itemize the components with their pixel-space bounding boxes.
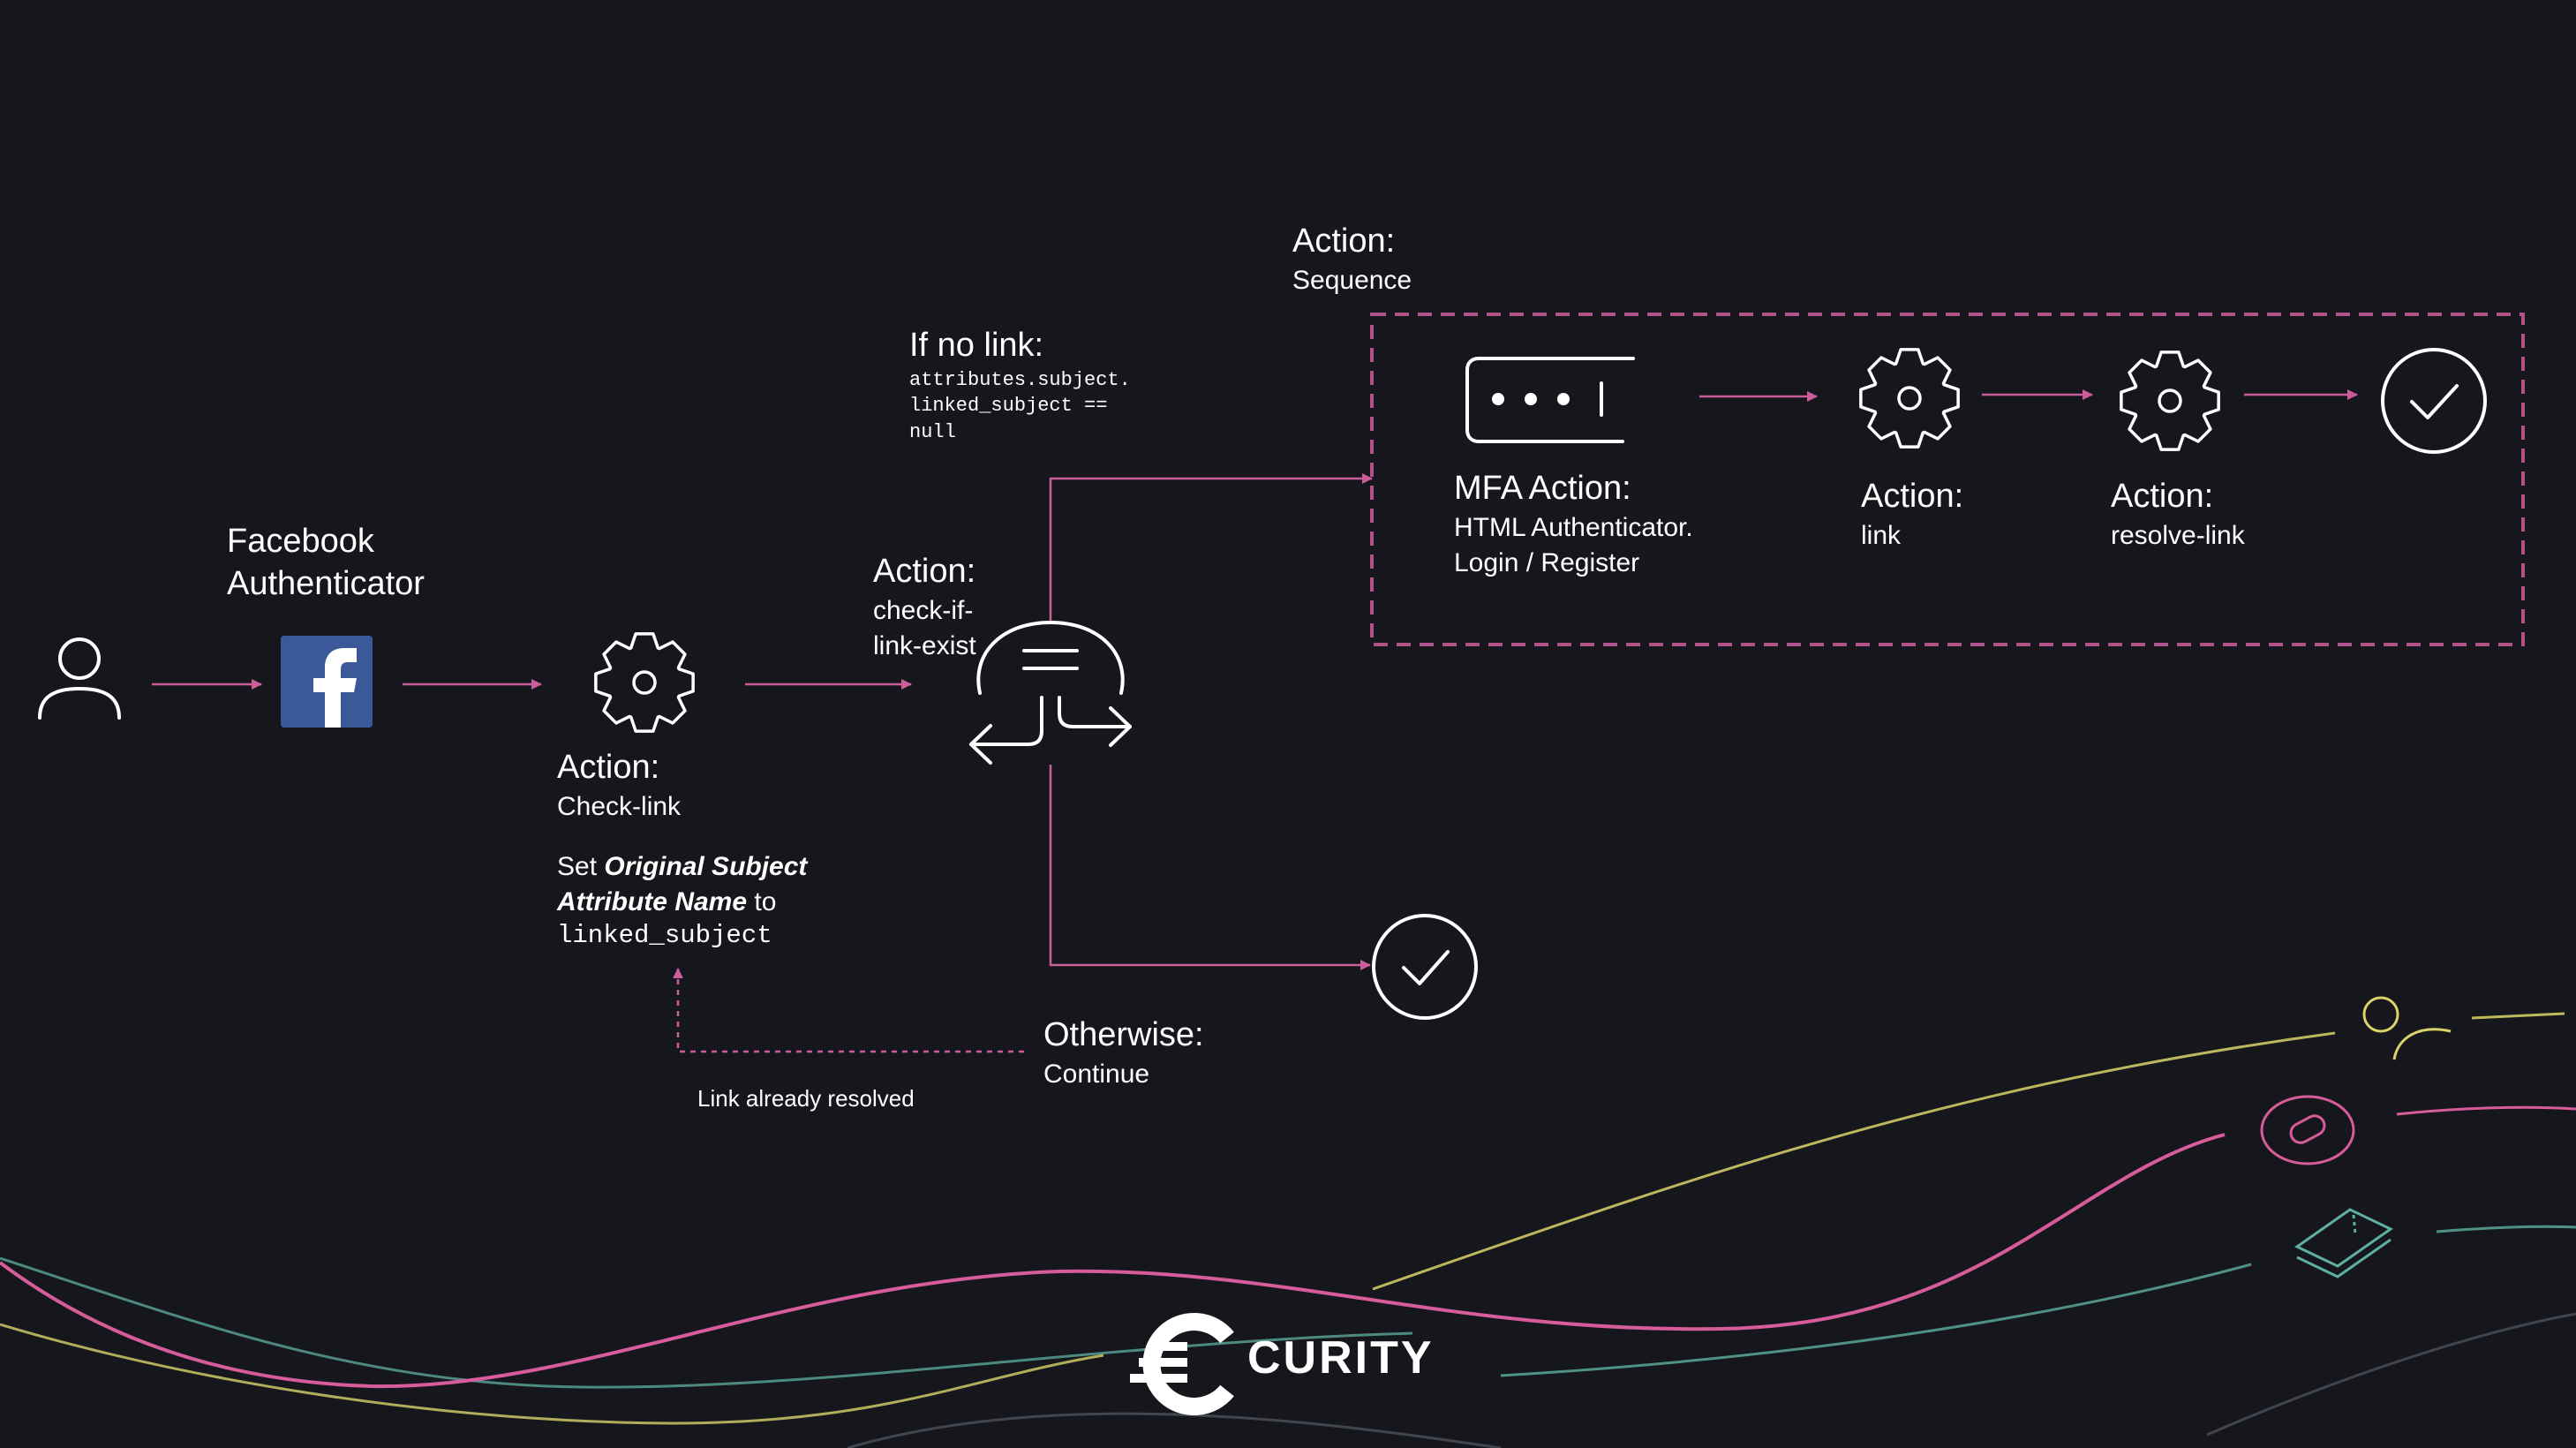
condition-branch-icon	[969, 621, 1132, 765]
curity-logo-text: CURITY	[1247, 1332, 1435, 1384]
sequence-group-box	[1370, 313, 2525, 646]
if-no-link-label: If no link: attributes.subject. linked_s…	[909, 325, 1131, 446]
gear-outline	[2120, 351, 2220, 451]
if-no-link-title: If no link:	[909, 327, 1044, 364]
decorative-ticket-icon	[2294, 1208, 2393, 1278]
decorative-person-icon	[2362, 996, 2452, 1060]
check-if-link-exist-label: Action: check-if- link-exist	[873, 553, 976, 660]
password-field-icon	[1465, 357, 1635, 443]
sequence-label: Action: Sequence	[1292, 222, 1412, 295]
loop-label: Link already resolved	[697, 1085, 915, 1112]
curity-logo-mark	[1130, 1313, 1234, 1415]
check-link-description: Set Original Subject Attribute Name to l…	[557, 849, 807, 953]
connectors	[152, 389, 2358, 1053]
user-icon	[38, 637, 121, 720]
facebook-title: Facebook Authenticator	[227, 523, 425, 602]
facebook-icon	[281, 636, 373, 728]
success-check-icon-otherwise	[1372, 914, 1478, 1020]
resolve-link-label: Action: resolve-link	[2111, 478, 2245, 550]
gear-outline	[1859, 348, 1960, 449]
if-no-link-code-line1: attributes.subject.	[909, 368, 1131, 391]
check-link-label: Action: Check-link	[557, 747, 681, 825]
gear-outline	[594, 632, 695, 733]
link-label: Action: link	[1861, 478, 1964, 550]
arrow-condition-to-sequence	[1049, 473, 1373, 621]
success-check-icon-sequence	[2381, 348, 2487, 454]
arrow-condition-to-otherwise	[1049, 765, 1371, 970]
decorative-link-badge-icon	[2260, 1095, 2355, 1165]
gear-icon-resolve-link	[2120, 351, 2220, 451]
check-link-code: linked_subject	[557, 921, 772, 951]
check-link-title: Action:	[557, 749, 660, 786]
if-no-link-code-line2: linked_subject ==	[909, 395, 1108, 418]
mfa-label: MFA Action: HTML Authenticator. Login / …	[1454, 470, 1693, 577]
arrow-otherwise-loop-back	[673, 968, 1024, 1053]
check-link-subtitle: Check-link	[557, 791, 682, 821]
gear-icon-check-link	[594, 632, 695, 733]
if-no-link-code-line3: null	[909, 420, 956, 443]
gear-icon-link	[1859, 348, 1960, 449]
otherwise-label: Otherwise: Continue	[1043, 1016, 1204, 1089]
